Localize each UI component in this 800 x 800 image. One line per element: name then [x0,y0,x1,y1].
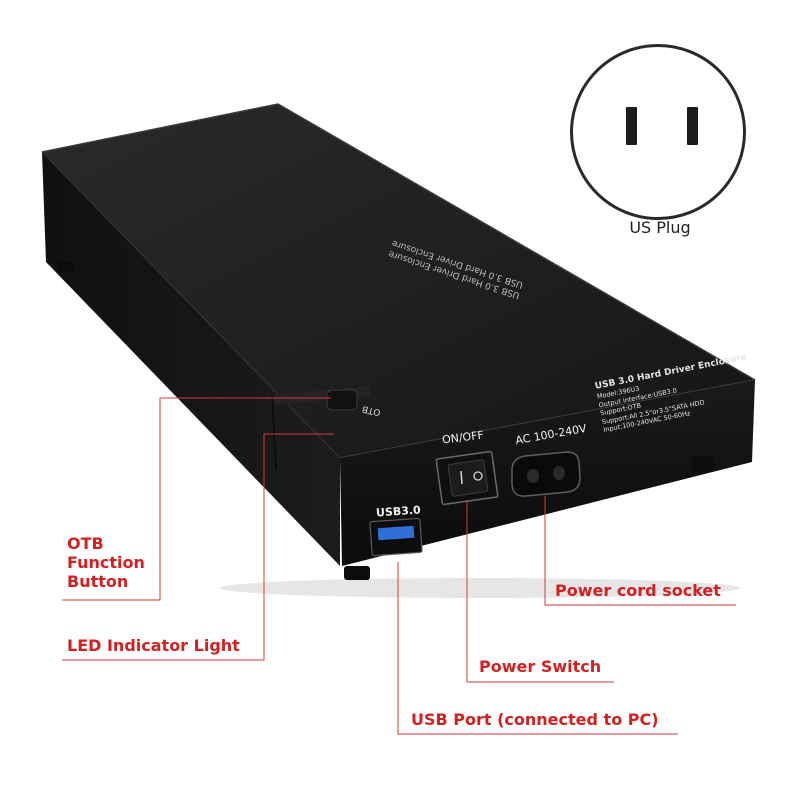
enclosure-top-panel [42,104,755,458]
otb-button[interactable] [326,389,358,411]
usb-port-callout: USB Port (connected to PC) [411,710,659,729]
power-cord-socket[interactable] [511,451,581,497]
power-switch-callout: Power Switch [479,657,602,676]
plug-prong-right [687,107,698,145]
power-cord-socket-callout: Power cord socket [555,581,721,600]
top-side-edge [41,151,341,459]
otb-leader-line [62,397,331,601]
callout-lines [62,397,736,735]
switch-on-mark [460,470,463,485]
device-shadow [220,578,740,598]
otb-callout-line-1: OTB [67,534,104,553]
usb-leader-line [397,562,678,735]
foot-front-left [344,566,370,580]
switch-off-mark [473,471,483,481]
socket-pin-right [553,466,565,480]
us-plug-inset [570,44,746,220]
socket-leader-line [544,496,736,606]
otb-callout-line-2: Function [67,553,145,572]
lid-seam [271,394,277,471]
us-plug-label: US Plug [629,218,691,237]
switch-leader-line [466,500,614,683]
led-indicator-callout: LED Indicator Light [67,636,240,655]
foot-back-left [58,262,74,272]
socket-pin-left [527,469,539,483]
foot-front-right [692,456,714,472]
usb-port-insert [377,525,415,541]
top-edge-highlight [41,103,756,381]
plug-prong-left [626,107,637,145]
enclosure-left-side [42,152,340,566]
power-switch[interactable] [447,459,489,497]
led-leader-line [62,433,334,661]
otb-function-button-callout: OTB Function Button [67,534,145,591]
otb-callout-line-3: Button [67,572,129,591]
